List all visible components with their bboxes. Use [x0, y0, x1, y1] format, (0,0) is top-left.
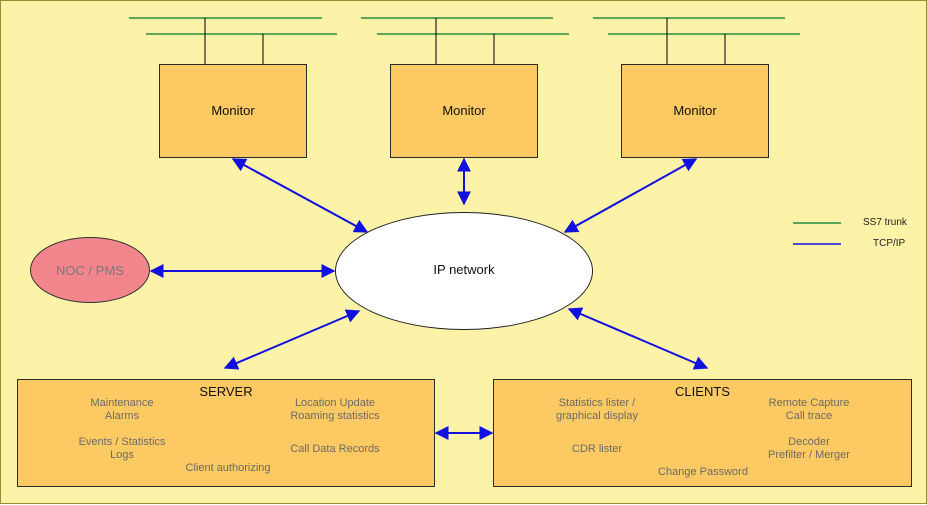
server-item-roaming-statistics: Roaming statistics	[290, 410, 380, 422]
clients-title: CLIENTS	[675, 384, 730, 399]
clients-item-statistics-lister: Statistics lister /	[558, 397, 636, 409]
clients-box: CLIENTS Statistics lister / graphical di…	[493, 379, 912, 487]
link-monitor3-ip	[563, 158, 698, 233]
clients-item-remote-capture: Remote Capture	[768, 397, 850, 409]
link-ip-server	[223, 309, 361, 370]
monitor-3-label: Monitor	[673, 103, 717, 118]
server-item-location-update: Location Update	[294, 397, 376, 409]
server-item-alarms: Alarms	[104, 410, 140, 422]
server-item-logs: Logs	[110, 449, 134, 461]
server-item-client-authorizing: Client authorizing	[185, 462, 271, 474]
server-item-events-statistics: Events / Statistics	[78, 436, 166, 448]
ss7-trunk-group-3	[593, 17, 800, 64]
ip-network-node: IP network	[335, 212, 593, 330]
clients-item-decoder: Decoder	[788, 436, 830, 448]
noc-pms-label: NOC / PMS	[56, 263, 124, 278]
link-monitor1-ip	[231, 158, 369, 233]
clients-item-graphical-display: graphical display	[556, 410, 638, 422]
server-item-maintenance: Maintenance	[90, 397, 154, 409]
clients-item-prefilter-merger: Prefilter / Merger	[768, 449, 850, 461]
monitor-3: Monitor	[621, 64, 769, 158]
legend-ss7-label: SS7 trunk	[863, 217, 907, 228]
ss7-trunk-group-2	[361, 17, 569, 64]
ss7-trunk-group-1	[129, 17, 337, 64]
link-ip-clients	[567, 307, 709, 370]
clients-item-call-trace: Call trace	[785, 410, 833, 422]
clients-item-change-password: Change Password	[658, 466, 748, 478]
noc-pms-node: NOC / PMS	[30, 237, 150, 303]
monitor-1-label: Monitor	[211, 103, 255, 118]
clients-item-cdr-lister: CDR lister	[571, 443, 623, 455]
ip-network-label: IP network	[433, 262, 495, 277]
server-title: SERVER	[199, 384, 253, 399]
legend-tcpip-label: TCP/IP	[873, 238, 906, 249]
server-box: SERVER Maintenance Alarms Events / Stati…	[17, 379, 435, 487]
server-item-call-data-records: Call Data Records	[290, 443, 380, 455]
monitor-2: Monitor	[390, 64, 538, 158]
monitor-2-label: Monitor	[442, 103, 486, 118]
monitor-1: Monitor	[159, 64, 307, 158]
